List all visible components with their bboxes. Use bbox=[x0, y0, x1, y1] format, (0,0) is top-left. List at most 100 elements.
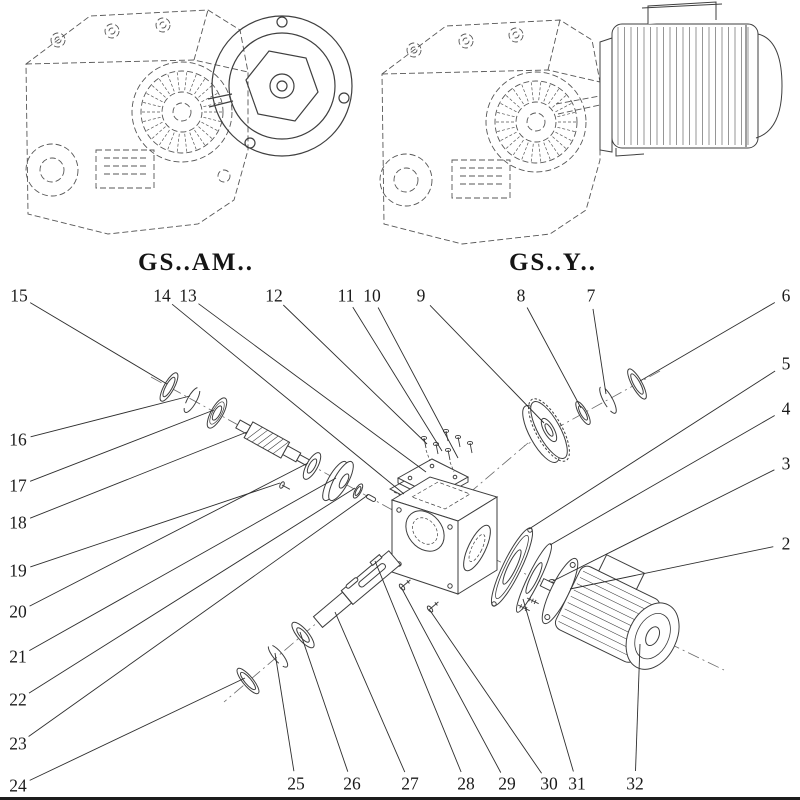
gs-y-gear-teeth bbox=[496, 82, 576, 162]
leader-22 bbox=[28, 487, 356, 694]
callout-15: 15 bbox=[10, 285, 28, 306]
part-shaft-key bbox=[345, 577, 359, 589]
part-cover-bolts bbox=[420, 428, 474, 473]
drawing-gs-y bbox=[379, 1, 783, 245]
leader-16 bbox=[30, 395, 191, 438]
gs-am-flange bbox=[207, 15, 353, 157]
part-circlip-7 bbox=[599, 386, 617, 414]
callout-3: 3 bbox=[781, 453, 791, 474]
callout-4: 4 bbox=[781, 398, 791, 419]
callout-9: 9 bbox=[416, 285, 426, 306]
part-circlip-16 bbox=[183, 387, 201, 413]
callout-28: 28 bbox=[457, 773, 475, 794]
callout-8: 8 bbox=[516, 285, 526, 306]
exploded-diagram bbox=[150, 368, 725, 703]
callout-20: 20 bbox=[9, 601, 27, 622]
gs-y-motor-fins bbox=[617, 27, 749, 145]
leader-5 bbox=[528, 370, 776, 530]
part-bearing-20 bbox=[302, 452, 322, 480]
leader-30 bbox=[428, 608, 542, 774]
part-output-shaft-27 bbox=[312, 550, 402, 629]
part-flange-5 bbox=[490, 527, 534, 607]
callout-26: 26 bbox=[343, 773, 361, 794]
leader-28 bbox=[374, 560, 462, 773]
leader-24 bbox=[29, 677, 246, 781]
callout-14: 14 bbox=[153, 285, 171, 306]
leader-14 bbox=[171, 303, 405, 495]
callout-22: 22 bbox=[9, 689, 27, 710]
leader-7 bbox=[592, 308, 607, 395]
callout-2: 2 bbox=[781, 533, 791, 554]
callout-29: 29 bbox=[498, 773, 516, 794]
part-ring-22 bbox=[352, 483, 364, 499]
part-gasket-4 bbox=[515, 543, 553, 613]
leader-11 bbox=[352, 306, 443, 452]
leader-12 bbox=[282, 304, 428, 445]
leader-32 bbox=[635, 643, 641, 772]
leader-8 bbox=[526, 307, 582, 409]
leader-6 bbox=[639, 302, 776, 382]
leader-29 bbox=[400, 586, 502, 773]
callout-7: 7 bbox=[586, 285, 596, 306]
callout-19: 19 bbox=[9, 560, 27, 581]
leader-23 bbox=[28, 494, 369, 737]
part-screw-19 bbox=[279, 481, 291, 490]
leader-3 bbox=[552, 469, 775, 582]
callout-24: 24 bbox=[9, 775, 27, 796]
callout-25: 25 bbox=[287, 773, 305, 794]
leader-21 bbox=[29, 477, 337, 651]
gs-am-housing-outline bbox=[25, 9, 249, 235]
callout-6: 6 bbox=[781, 285, 791, 306]
part-washer-8 bbox=[575, 400, 591, 426]
gs-y-motor bbox=[599, 1, 783, 157]
part-studs-31 bbox=[517, 597, 539, 612]
leader-17 bbox=[29, 409, 215, 482]
gs-y-housing-outline bbox=[379, 19, 601, 245]
leader-9 bbox=[429, 304, 545, 424]
callout-17: 17 bbox=[9, 475, 27, 496]
model-label-gs-y: GS..Y.. bbox=[508, 249, 598, 276]
leader-4 bbox=[549, 415, 775, 546]
callout-32: 32 bbox=[626, 773, 644, 794]
part-worm-shaft-18 bbox=[235, 419, 311, 467]
leader-18 bbox=[29, 431, 248, 519]
part-bearing-26 bbox=[291, 621, 315, 649]
part-motor-32 bbox=[539, 554, 680, 670]
leader-2 bbox=[569, 546, 774, 590]
part-gear-21 bbox=[322, 460, 354, 502]
callout-27: 27 bbox=[401, 773, 419, 794]
part-seal-6 bbox=[627, 368, 647, 400]
callout-31: 31 bbox=[568, 773, 586, 794]
leader-25 bbox=[274, 652, 295, 772]
part-screw-29 bbox=[398, 579, 411, 591]
callout-11: 11 bbox=[337, 285, 355, 306]
part-bearing-17 bbox=[206, 397, 228, 429]
leader-20 bbox=[29, 462, 309, 607]
part-pin-28 bbox=[369, 553, 383, 567]
leader-19 bbox=[30, 482, 281, 568]
leader-13 bbox=[198, 303, 427, 473]
callout-18: 18 bbox=[9, 512, 27, 533]
leader-10 bbox=[377, 307, 459, 459]
callout-12: 12 bbox=[265, 285, 283, 306]
leader-15 bbox=[29, 302, 168, 385]
callout-30: 30 bbox=[540, 773, 558, 794]
leader-31 bbox=[522, 598, 574, 772]
leader-26 bbox=[299, 631, 349, 772]
part-housing bbox=[390, 476, 499, 595]
part-circlip-25 bbox=[267, 644, 289, 668]
page-bottom-rule bbox=[0, 797, 800, 800]
drawing-gs-am bbox=[25, 9, 353, 235]
leader-lines bbox=[28, 302, 776, 781]
callout-13: 13 bbox=[179, 285, 197, 306]
part-seal-15 bbox=[159, 372, 179, 402]
callout-23: 23 bbox=[9, 733, 27, 754]
callout-10: 10 bbox=[363, 285, 381, 306]
gs-am-gear-teeth bbox=[142, 72, 222, 152]
leader-27 bbox=[334, 611, 406, 773]
part-seal-24 bbox=[236, 667, 260, 695]
callout-16: 16 bbox=[9, 429, 27, 450]
callout-5: 5 bbox=[781, 353, 791, 374]
model-label-gs-am: GS..AM.. bbox=[138, 249, 254, 276]
